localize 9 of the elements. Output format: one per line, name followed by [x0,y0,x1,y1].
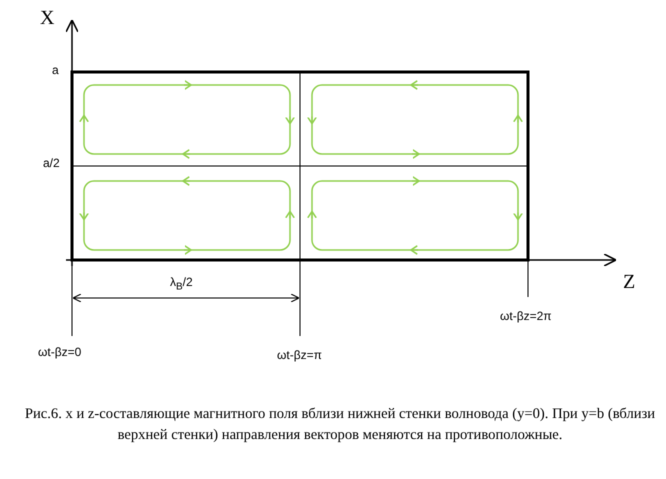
axis-tick-label: a [52,64,59,76]
phase-label: ωt-βz=0 [38,346,82,358]
axis-tick-label: a/2 [43,157,60,169]
phase-label: ωt-βz=2π [500,310,552,322]
dimension-label: λ$_{B}$/2 [170,276,193,292]
figure-caption: Рис.6. x и z-составляющие магнитного поля вблизи нижней стенки волновода (y=0). При y=b (вблизи верхней стенки) направления векторов меняются на противоположные. [24,405,656,445]
phase-label: ωt-βz=π [277,349,322,361]
axis-label: Z [623,272,636,292]
axis-label: X [40,8,54,28]
